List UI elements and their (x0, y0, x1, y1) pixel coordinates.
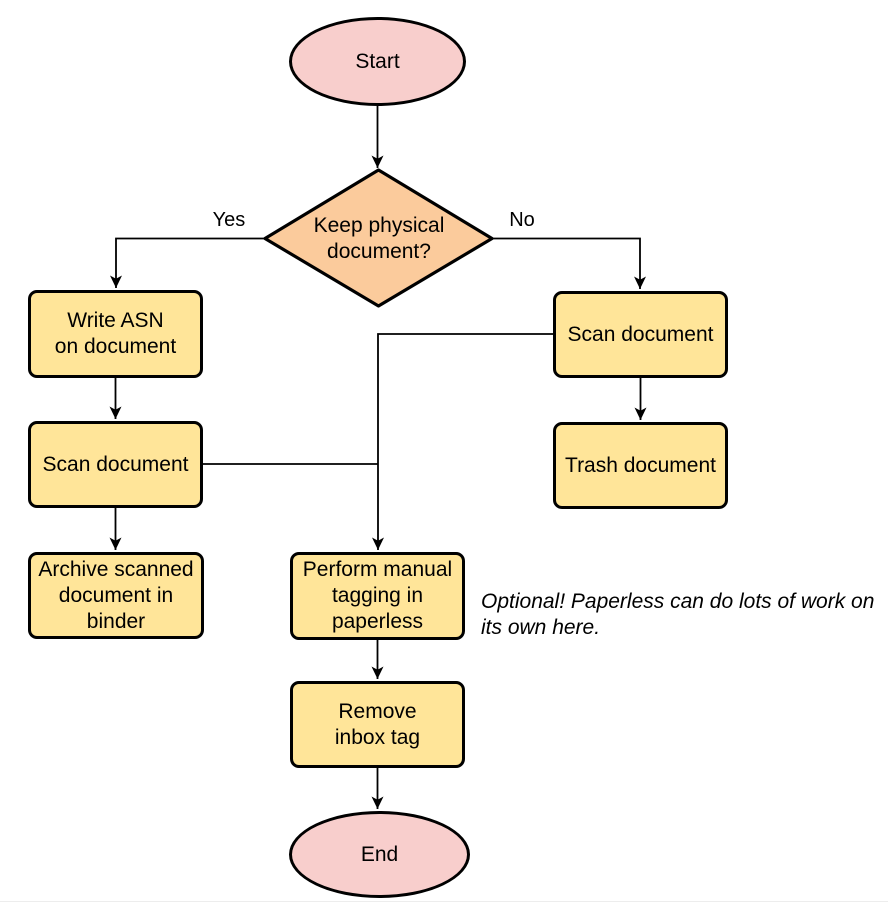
node-remove-inbox-tag-label: Remove inbox tag (334, 699, 421, 749)
node-scan-document-right-label: Scan document (567, 322, 714, 346)
node-scan-document-left-label: Scan document (42, 452, 189, 476)
node-trash-document: Trash document (553, 422, 728, 509)
node-start: Start (289, 17, 466, 106)
node-start-label: Start (355, 49, 400, 73)
edge-label-no: No (509, 209, 535, 231)
node-write-asn-label: Write ASN on document (54, 309, 177, 358)
node-manual-tagging: Perform manual tagging in paperless (290, 552, 465, 640)
node-end-label: End (360, 842, 399, 866)
edge-scan-right-to-tagging (372, 333, 553, 550)
node-archive-binder: Archive scanned document in binder (28, 552, 204, 639)
page-divider (0, 901, 888, 902)
node-remove-inbox-tag: Remove inbox tag (290, 681, 465, 768)
node-write-asn: Write ASN on document (28, 290, 203, 378)
note-optional: Optional! Paperless can do lots of work … (481, 590, 875, 639)
node-trash-document-label: Trash document (565, 453, 716, 477)
node-manual-tagging-label: Perform manual tagging in paperless (302, 558, 453, 633)
node-archive-binder-label: Archive scanned document in binder (38, 557, 194, 633)
edge-label-yes: Yes (212, 209, 246, 231)
node-scan-document-right: Scan document (553, 291, 728, 378)
node-end: End (289, 811, 470, 898)
node-scan-document-left: Scan document (28, 421, 203, 508)
node-keep-physical-diamond (263, 168, 494, 308)
node-keep-physical-label-box: Keep physical document? (284, 211, 474, 266)
edge-decision-no-to-scan-right (492, 237, 646, 289)
edge-decision-yes-to-write-asn (110, 237, 265, 288)
node-keep-physical-label: Keep physical document? (313, 213, 445, 263)
